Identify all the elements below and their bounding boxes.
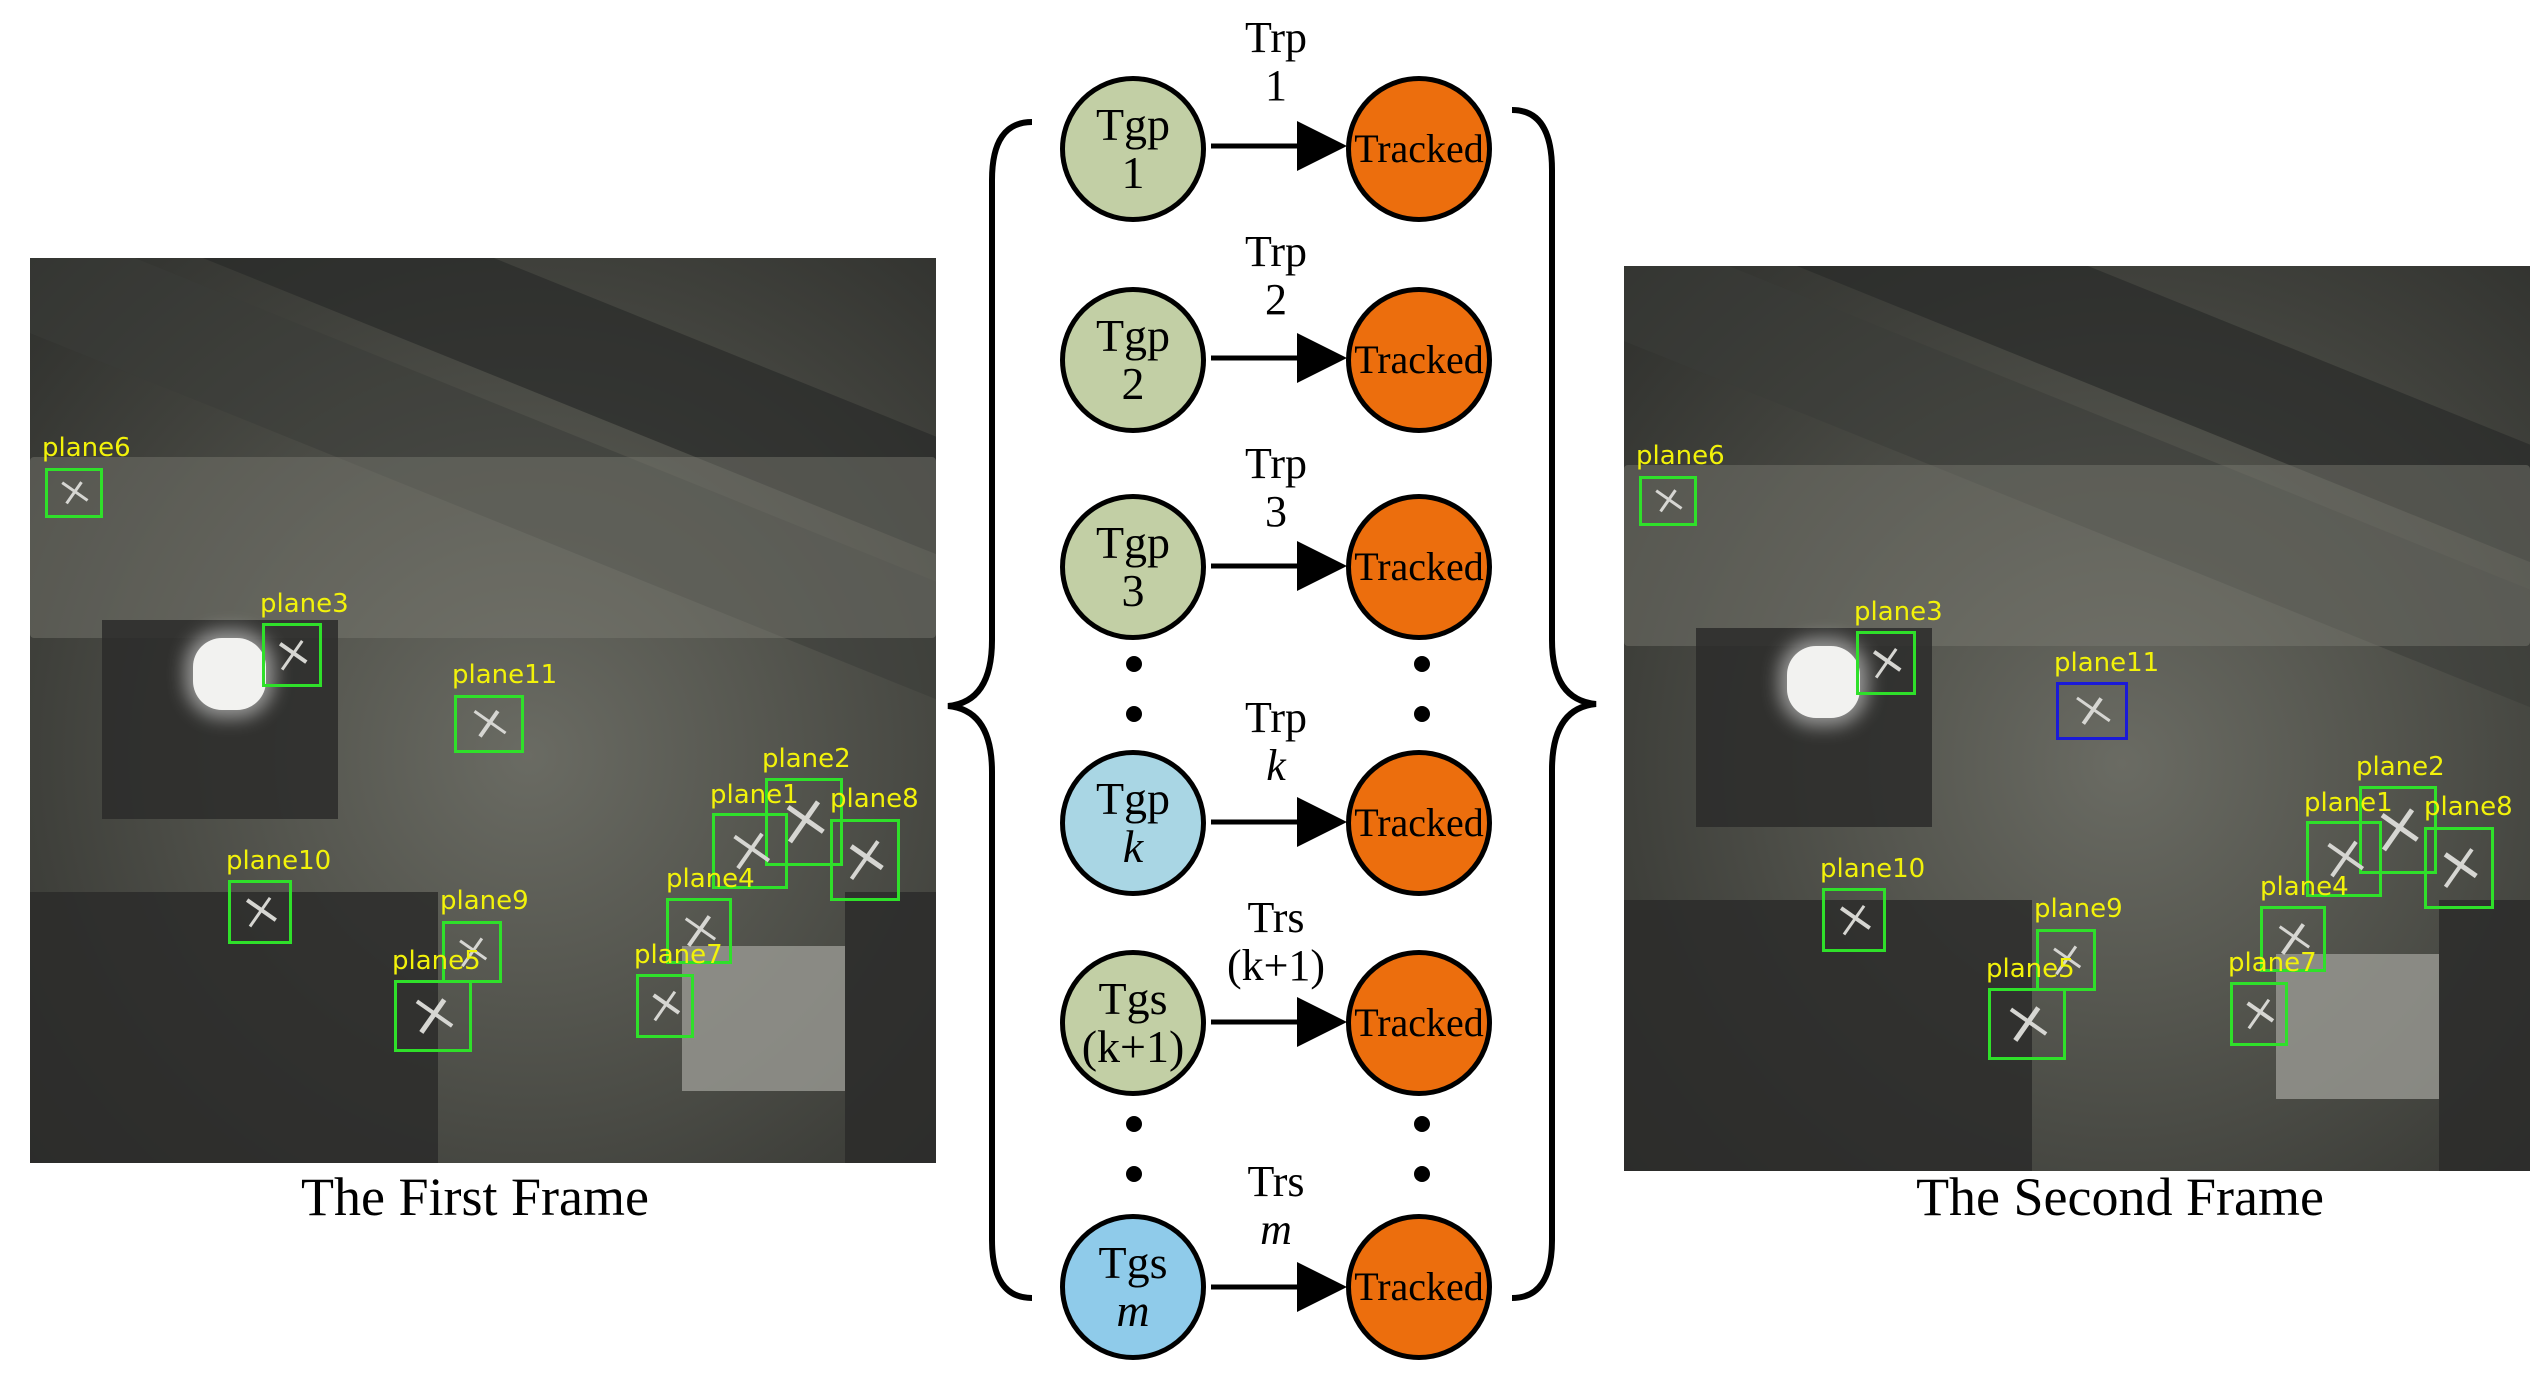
ellipsis-dot	[1414, 1116, 1430, 1132]
bbox-plane11	[454, 695, 524, 753]
bbox-plane7	[2230, 982, 2288, 1046]
bbox-label-plane11: plane11	[452, 660, 558, 690]
bbox-label-plane3: plane3	[260, 589, 349, 619]
second-frame-image: plane6 plane3 plane11 plane2 plane1 plan…	[1624, 266, 2530, 1171]
ellipsis-dot	[1126, 1166, 1142, 1182]
bbox-plane9	[442, 921, 502, 983]
tracked-node-3: Tracked	[1346, 494, 1492, 640]
tracked-node-m: Tracked	[1346, 1214, 1492, 1360]
bbox-plane1	[712, 813, 788, 889]
first-frame-image: plane6 plane3 plane11 plane2 plane1 plan…	[30, 258, 936, 1163]
bbox-label-plane4: plane4	[666, 864, 755, 894]
ellipsis-dot	[1126, 1116, 1142, 1132]
bbox-plane3	[262, 623, 322, 687]
bbox-label-plane5: plane5	[392, 946, 481, 976]
bbox-plane6	[45, 468, 103, 518]
bbox-plane8	[2424, 827, 2494, 909]
bbox-label-plane10: plane10	[226, 846, 332, 876]
bbox-plane4	[666, 898, 732, 964]
tracked-node-k: Tracked	[1346, 750, 1492, 896]
right-brace	[1511, 107, 1597, 1301]
bbox-label-plane5: plane5	[1986, 954, 2075, 984]
trs-label-k-plus-1: Trs(k+1)	[1226, 893, 1326, 991]
bbox-label-plane6: plane6	[42, 433, 131, 463]
bbox-plane2	[765, 778, 843, 866]
bbox-plane8	[830, 819, 900, 901]
bbox-label-plane4: plane4	[2260, 872, 2349, 902]
bbox-plane2	[2359, 786, 2437, 874]
bbox-plane11	[2056, 682, 2128, 740]
tracked-node-2: Tracked	[1346, 287, 1492, 433]
ellipsis-dot	[1126, 706, 1142, 722]
bbox-plane5	[1988, 988, 2066, 1060]
bbox-label-plane9: plane9	[2034, 894, 2123, 924]
second-frame-caption: The Second Frame	[1916, 1167, 2324, 1227]
ellipsis-dot	[1414, 1166, 1430, 1182]
ellipsis-dot	[1126, 656, 1142, 672]
bbox-plane1	[2306, 821, 2382, 897]
ellipsis-dot	[1414, 706, 1430, 722]
bbox-label-plane7: plane7	[634, 940, 723, 970]
bbox-label-plane1: plane1	[2304, 788, 2393, 818]
bbox-label-plane2: plane2	[762, 744, 851, 774]
bbox-label-plane1: plane1	[710, 780, 799, 810]
ellipsis-dot	[1414, 656, 1430, 672]
bbox-label-plane6: plane6	[1636, 441, 1725, 471]
bbox-plane5	[394, 980, 472, 1052]
bbox-plane6	[1639, 476, 1697, 526]
left-brace	[947, 119, 1033, 1301]
bbox-plane4	[2260, 906, 2326, 972]
bbox-label-plane8: plane8	[2424, 792, 2513, 822]
bbox-label-plane7: plane7	[2228, 948, 2317, 978]
first-frame-caption: The First Frame	[301, 1167, 649, 1227]
bbox-plane3	[1856, 631, 1916, 695]
bbox-plane9	[2036, 929, 2096, 991]
bbox-label-plane8: plane8	[830, 784, 919, 814]
tracked-node-k-plus-1: Tracked	[1346, 950, 1492, 1096]
bbox-plane7	[636, 974, 694, 1038]
bbox-label-plane9: plane9	[440, 886, 529, 916]
bbox-label-plane11: plane11	[2054, 648, 2160, 678]
tgs-node-k-plus-1: Tgs(k+1)	[1060, 950, 1206, 1096]
bbox-label-plane3: plane3	[1854, 597, 1943, 627]
tracked-node-1: Tracked	[1346, 76, 1492, 222]
bbox-label-plane10: plane10	[1820, 854, 1926, 884]
bbox-plane10	[228, 880, 292, 944]
bbox-plane10	[1822, 888, 1886, 952]
bbox-label-plane2: plane2	[2356, 752, 2445, 782]
